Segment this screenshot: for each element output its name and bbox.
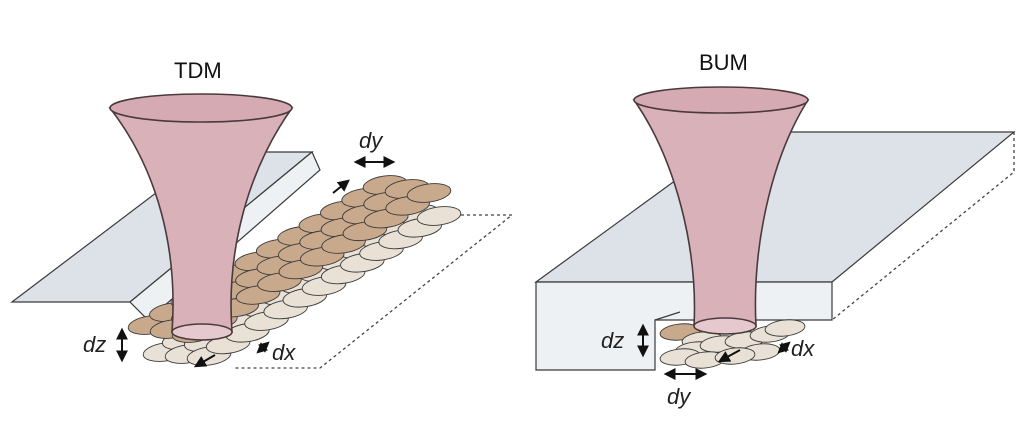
bum-bead — [764, 319, 806, 337]
bum-dy-label: dy — [667, 384, 691, 409]
tdm-dz-label: dz — [83, 332, 107, 357]
tdm-dy-label: dy — [359, 128, 383, 153]
bum-nozzle-cone — [632, 86, 810, 335]
bum-title: BUM — [699, 50, 748, 75]
tdm-dx-label: dx — [272, 340, 296, 365]
tdm-title: TDM — [174, 58, 222, 83]
tdm-bead-lower — [416, 206, 462, 226]
tdm-dx-arrow — [256, 341, 270, 354]
bum-panel — [534, 86, 1016, 380]
bum-build-volume-outline — [831, 132, 1015, 321]
bum-dz-label: dz — [601, 328, 625, 353]
bum-notch-edge — [654, 311, 681, 321]
tdm-bead-upper — [406, 183, 452, 203]
tdm-scan-arrow-bottom — [193, 354, 216, 368]
tdm-scan-arrow-top — [332, 179, 350, 194]
bum-scan-arrow — [717, 349, 741, 363]
bum-dx-arrow — [777, 341, 791, 354]
tdm-nozzle-cone — [108, 93, 294, 341]
bum-dx-label: dx — [791, 336, 815, 361]
tdm-panel — [10, 93, 514, 369]
